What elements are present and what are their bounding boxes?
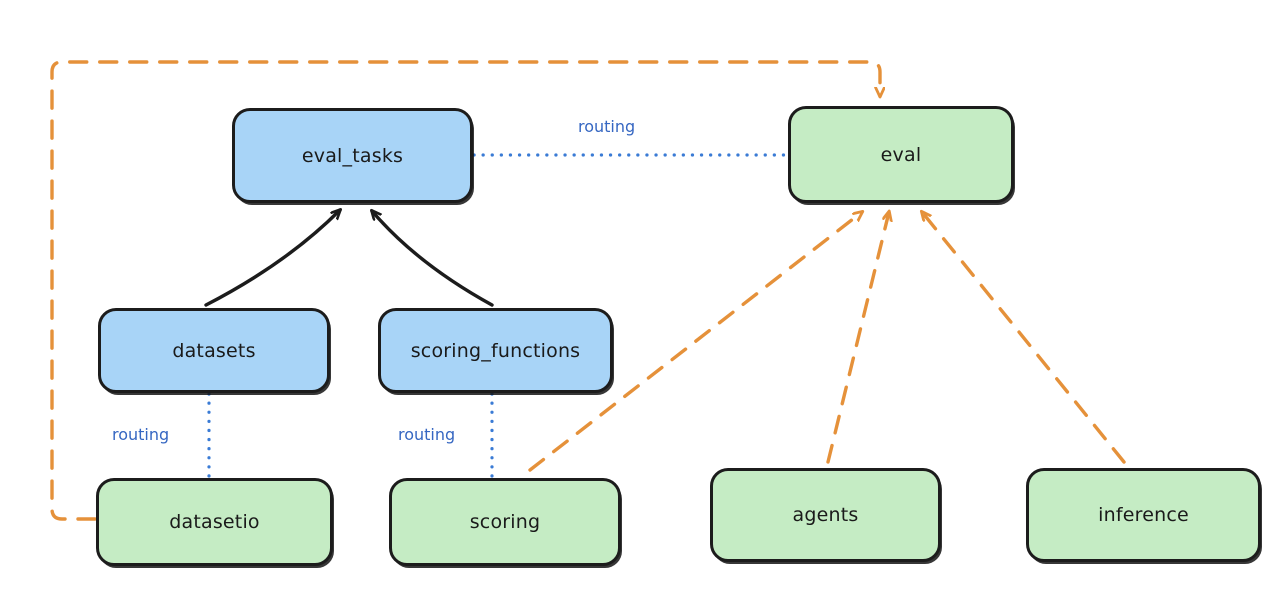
node-datasets-label: datasets [172, 339, 256, 362]
edge-scoring-functions-to-eval-tasks [372, 211, 494, 307]
node-datasets[interactable]: datasets [98, 308, 330, 393]
node-datasetio[interactable]: datasetio [96, 478, 333, 566]
node-eval[interactable]: eval [788, 106, 1014, 203]
node-inference-label: inference [1098, 504, 1189, 526]
node-eval-tasks-label: eval_tasks [301, 144, 404, 167]
node-scoring-functions[interactable]: scoring_functions [378, 308, 613, 393]
node-eval-label: eval [880, 143, 922, 166]
node-inference[interactable]: inference [1026, 468, 1261, 562]
node-agents[interactable]: agents [710, 468, 941, 562]
node-scoring-label: scoring [469, 511, 541, 533]
node-scoring[interactable]: scoring [389, 478, 621, 566]
edge-inference-to-eval [922, 212, 1126, 464]
node-scoring-functions-label: scoring_functions [410, 339, 581, 362]
edge-label-routing-scoring: routing [398, 425, 456, 444]
node-agents-label: agents [792, 504, 859, 526]
edge-label-routing-eval: routing [578, 117, 636, 136]
edge-agents-to-eval [826, 212, 889, 464]
node-datasetio-label: datasetio [169, 511, 260, 533]
node-eval-tasks[interactable]: eval_tasks [232, 108, 473, 203]
edge-datasets-to-eval-tasks [204, 210, 340, 307]
edge-label-routing-datasetio: routing [112, 425, 170, 444]
